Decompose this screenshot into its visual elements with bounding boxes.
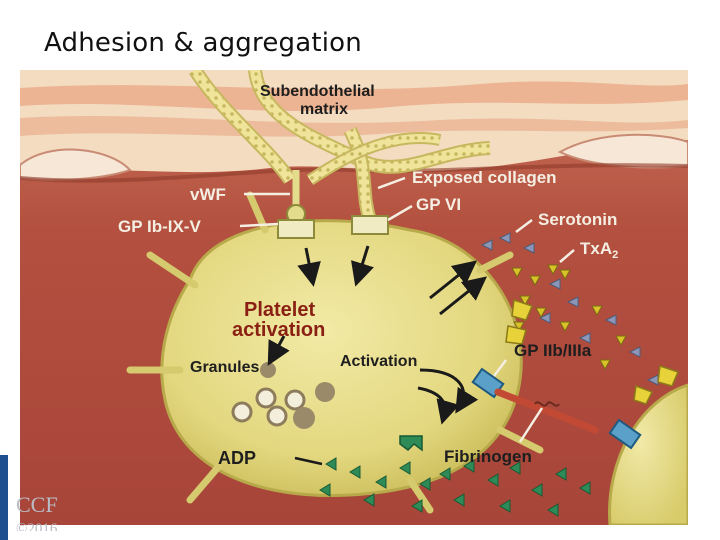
label-txa2: TxA2	[580, 239, 618, 261]
granule-arrow	[267, 335, 290, 366]
leader-line-adp	[294, 456, 323, 466]
label-subendothelial: Subendothelial	[260, 83, 375, 100]
leader-line-gp-ib	[239, 222, 279, 228]
label-activation: Activation	[340, 353, 417, 370]
label-serotonin: Serotonin	[538, 210, 617, 229]
granule	[255, 387, 277, 409]
activation-arrow	[419, 368, 479, 414]
platelet-adhesion-diagram: Subendothelial matrix vWF GP Ib-IX-V Exp…	[20, 70, 688, 525]
signal-arrow	[351, 245, 374, 287]
label-txa2-subscript: 2	[612, 249, 618, 261]
release-arrow	[429, 260, 478, 300]
label-platelet-line2: activation	[232, 319, 325, 341]
granule-dense	[293, 407, 315, 429]
release-arrow	[439, 276, 488, 316]
label-platelet-line1: Platelet	[244, 299, 315, 321]
granule	[260, 362, 276, 378]
label-gp-vi: GP VI	[416, 195, 461, 214]
granule	[284, 389, 306, 411]
logo-text: CCF	[16, 492, 58, 517]
activated-receptors	[505, 298, 680, 405]
gp-iib-receptor-secondary	[608, 418, 642, 450]
leader-line-gp-vi	[387, 204, 413, 222]
adp-receptor	[399, 435, 423, 452]
label-granules: Granules	[190, 359, 259, 376]
label-fibrinogen: Fibrinogen	[444, 447, 532, 466]
gp-ib-receptor	[277, 219, 315, 239]
granule-dense	[315, 382, 335, 402]
slide-title: Adhesion & aggregation	[44, 28, 362, 58]
fibrinogen-knot	[534, 401, 560, 407]
collagen-fiber	[307, 134, 441, 184]
ccf-logo: CCF ©2016	[16, 492, 58, 532]
leader-line-gp-iib	[493, 359, 507, 377]
collagen-fiber	[190, 70, 295, 183]
leader-line-serotonin	[515, 219, 533, 233]
activation-arrow	[417, 386, 460, 425]
matrix-band	[20, 81, 688, 111]
serotonin-markers	[480, 232, 659, 386]
label-adp: ADP	[218, 448, 256, 468]
label-gp-iib: GP IIb/IIIa	[514, 341, 592, 360]
decorative-bar	[0, 455, 8, 540]
txa2-markers	[511, 264, 627, 371]
label-exposed-collagen: Exposed collagen	[412, 168, 557, 187]
matrix-band	[20, 116, 688, 137]
leader-line-fibrinogen	[518, 407, 544, 443]
signal-arrow	[297, 247, 321, 287]
label-vwf: vWF	[190, 185, 226, 204]
logo-year: ©2016	[16, 521, 58, 531]
fibrinogen-bridge	[494, 388, 599, 434]
granule	[266, 405, 288, 427]
gp-vi-receptor	[351, 215, 389, 235]
label-txa2-main: TxA	[580, 239, 612, 258]
vessel-wall-edge	[20, 163, 688, 183]
label-matrix: matrix	[300, 101, 348, 118]
collagen-fiber-exposed	[345, 127, 375, 222]
label-gp-ib: GP Ib-IX-V	[118, 217, 201, 236]
adp-markers	[319, 457, 591, 517]
platelet-secondary	[608, 383, 688, 525]
leader-line-txa2	[559, 249, 575, 263]
endothelial-cell-right	[557, 133, 688, 169]
granule	[231, 401, 253, 423]
leader-line-exposed-collagen	[377, 176, 406, 190]
